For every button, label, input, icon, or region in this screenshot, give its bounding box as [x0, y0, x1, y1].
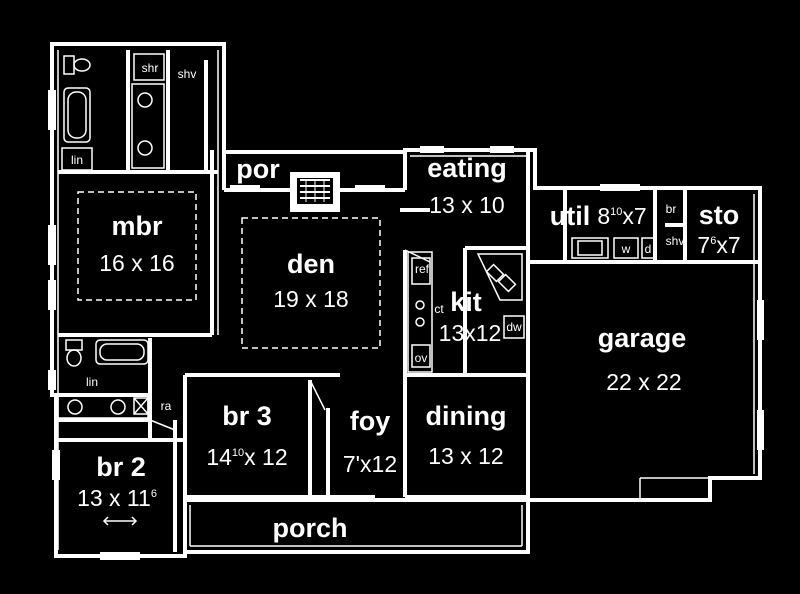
- fixture-ref: ref: [415, 262, 430, 276]
- room-label-porch: porch: [272, 513, 347, 543]
- room-size: 810x7: [597, 203, 646, 229]
- master-vanity-icon: [131, 83, 165, 169]
- room-label-garage: garage 22 x 22: [598, 323, 687, 395]
- mbr-ceiling-outline: [77, 191, 197, 301]
- range-icon: [133, 397, 149, 415]
- room-label-br3: br 3 1410x 12: [206, 401, 287, 470]
- fixture-lin-hall: lin: [86, 375, 98, 389]
- room-name: br 2: [96, 452, 146, 482]
- room-name: eating: [427, 153, 507, 183]
- fixture-ra: ra: [161, 399, 172, 413]
- room-label-br2: br 2 13 x 116: [77, 452, 157, 511]
- fixture-dw: dw: [506, 320, 522, 334]
- shower-icon: [133, 53, 165, 81]
- room-label-util: util 810x7: [550, 201, 647, 231]
- room-size: 13 x 116: [77, 485, 157, 511]
- room-size: 7'x12: [343, 451, 397, 477]
- room-name: mbr: [111, 211, 163, 241]
- room-name: kit: [450, 287, 482, 317]
- den-ceiling-outline: [241, 217, 381, 349]
- master-tub-icon: [63, 87, 91, 143]
- hall-toilet-icon: [65, 339, 83, 367]
- room-name: porch: [272, 513, 347, 543]
- dimension-arrow: [102, 516, 138, 526]
- door-swings: [149, 249, 431, 431]
- room-size: 13 x 12: [428, 443, 503, 469]
- fireplace-icon: [290, 172, 340, 212]
- fixture-ov: ov: [415, 351, 428, 365]
- room-name: garage: [598, 323, 687, 353]
- room-label-den: den 19 x 18: [273, 249, 348, 312]
- room-size: 19 x 18: [273, 286, 348, 312]
- fixture-lin-master: lin: [71, 153, 83, 167]
- room-label-dining: dining 13 x 12: [426, 401, 507, 469]
- room-label-kit: kit 13x12: [439, 287, 502, 346]
- master-toilet-icon: [63, 55, 91, 75]
- windows: [48, 90, 764, 560]
- room-size: 22 x 22: [606, 369, 681, 395]
- fixture-wi: w: [621, 242, 631, 256]
- room-name: den: [287, 249, 335, 279]
- hall-tub-icon: [95, 339, 149, 365]
- kitchen-counter: [407, 251, 433, 373]
- room-name: dining: [426, 401, 507, 431]
- room-name: util: [550, 201, 591, 231]
- room-name: sto: [699, 200, 740, 230]
- fixture-shv-bath: shv: [178, 67, 197, 81]
- fixture-shr: shr: [142, 61, 159, 75]
- washer-dryer-icon: [571, 237, 655, 259]
- fixture-dr: d: [645, 242, 652, 256]
- room-name: foy: [350, 406, 391, 436]
- fixture-ct: ct: [434, 302, 444, 316]
- room-size: 13x12: [439, 320, 502, 346]
- fixture-br-util: br: [666, 202, 677, 216]
- fixture-labels: shr shv lin lin ra ref ct ov dw br shv w…: [71, 61, 684, 413]
- room-label-mbr: mbr 16 x 16: [99, 211, 174, 276]
- room-size: 76x7: [697, 232, 740, 258]
- room-label-por: por: [236, 154, 280, 184]
- room-size: 16 x 16: [99, 250, 174, 276]
- fixture-shv-util: shv: [666, 234, 685, 248]
- room-label-sto: sto 76x7: [697, 200, 740, 258]
- room-size: 1410x 12: [206, 444, 287, 470]
- room-size: 13 x 10: [429, 192, 504, 218]
- kitchen-sink-icon: [476, 253, 525, 339]
- room-name: br 3: [222, 401, 272, 431]
- room-name: por: [236, 154, 280, 184]
- room-label-foy: foy 7'x12: [343, 406, 397, 477]
- room-label-eating: eating 13 x 10: [427, 153, 507, 218]
